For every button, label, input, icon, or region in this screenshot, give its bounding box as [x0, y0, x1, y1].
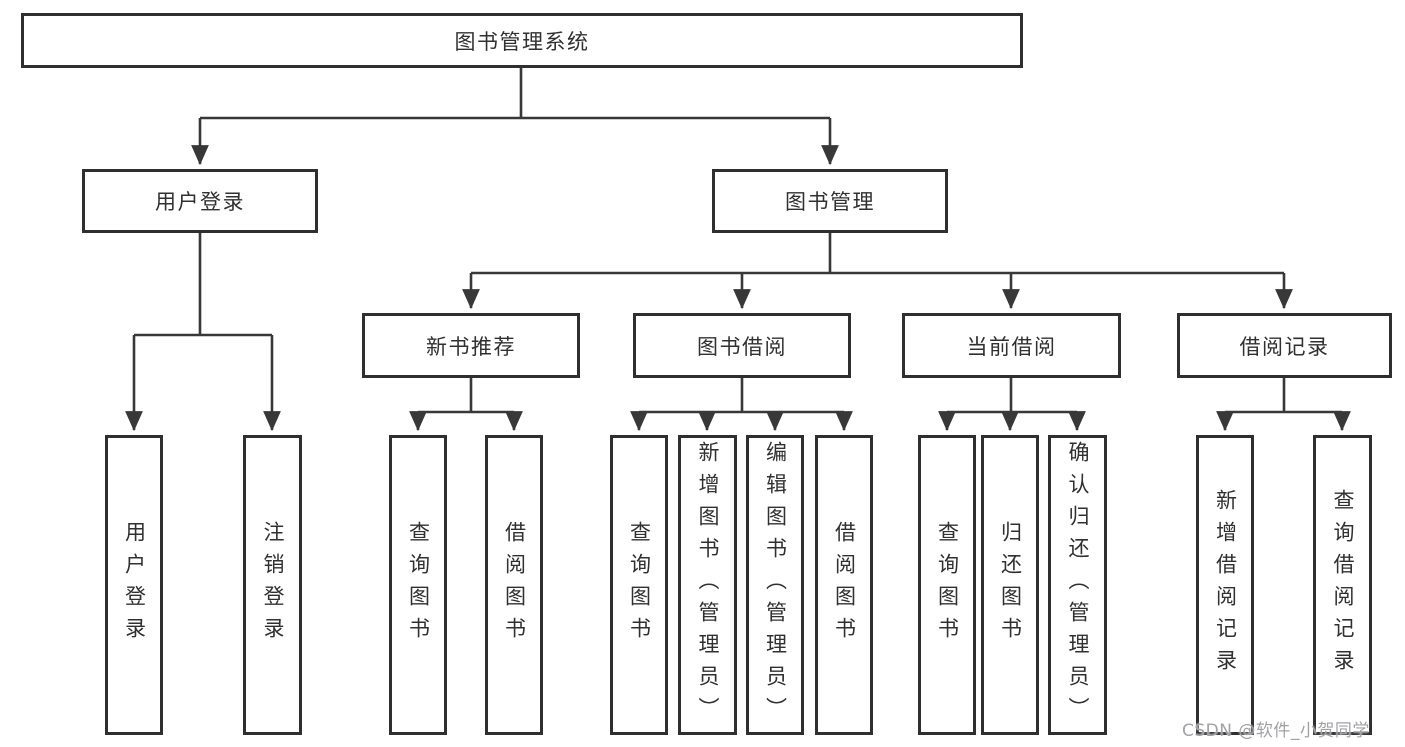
leaf-add-borrow-record: 新增借阅记录 — [1196, 435, 1254, 735]
csdn-watermark: CSDN @软件_小贺同学 — [1182, 721, 1370, 741]
node-label: 图书管理 — [785, 190, 875, 214]
leaf-label: 归还图书 — [998, 521, 1023, 649]
leaf-query-borrow-record: 查询借阅记录 — [1313, 435, 1372, 735]
leaf-label: 新增借阅记录 — [1213, 489, 1238, 681]
leaf-borrow-book-borrowing: 借阅图书 — [815, 435, 873, 735]
leaf-logout: 注销登录 — [243, 435, 302, 735]
node-label: 图书借阅 — [697, 334, 787, 359]
leaf-label: 查询图书 — [627, 521, 652, 649]
leaf-query-books-recommend: 查询图书 — [389, 435, 447, 735]
node-library-management-system: 图书管理系统 — [21, 13, 1023, 68]
node-current-borrowing: 当前借阅 — [902, 313, 1121, 378]
leaf-label: 借阅图书 — [502, 521, 527, 649]
leaf-query-books-current: 查询图书 — [918, 435, 976, 735]
node-new-book-recommendation: 新书推荐 — [362, 313, 580, 378]
node-label: 图书管理系统 — [454, 29, 590, 54]
leaf-label: 用户登录 — [122, 521, 147, 649]
leaf-label: 查询借阅记录 — [1331, 489, 1355, 681]
node-borrow-records: 借阅记录 — [1177, 313, 1392, 378]
leaf-edit-book-admin: 编辑图书（管理员） — [746, 435, 804, 735]
leaf-label: 编辑图书（管理员） — [763, 441, 788, 729]
leaf-label: 查询图书 — [406, 521, 431, 649]
leaf-confirm-return-admin: 确认归还（管理员） — [1048, 435, 1107, 735]
node-label: 借阅记录 — [1239, 334, 1330, 359]
leaf-label: 注销登录 — [261, 521, 285, 649]
leaf-return-book: 归还图书 — [981, 435, 1039, 735]
node-user-login: 用户登录 — [82, 169, 318, 233]
leaf-user-login: 用户登录 — [105, 435, 163, 735]
leaf-label: 借阅图书 — [832, 521, 857, 649]
leaf-borrow-book-recommend: 借阅图书 — [485, 435, 543, 735]
node-label: 当前借阅 — [966, 334, 1057, 359]
node-book-borrowing: 图书借阅 — [633, 313, 851, 378]
node-label: 新书推荐 — [426, 334, 516, 359]
leaf-label: 确认归还（管理员） — [1066, 441, 1090, 729]
leaf-query-books-borrowing: 查询图书 — [610, 435, 668, 735]
leaf-add-book-admin: 新增图书（管理员） — [678, 435, 737, 735]
leaf-label: 新增图书（管理员） — [696, 441, 720, 729]
node-book-management: 图书管理 — [712, 169, 948, 233]
leaf-label: 查询图书 — [935, 521, 960, 649]
node-label: 用户登录 — [155, 190, 245, 214]
